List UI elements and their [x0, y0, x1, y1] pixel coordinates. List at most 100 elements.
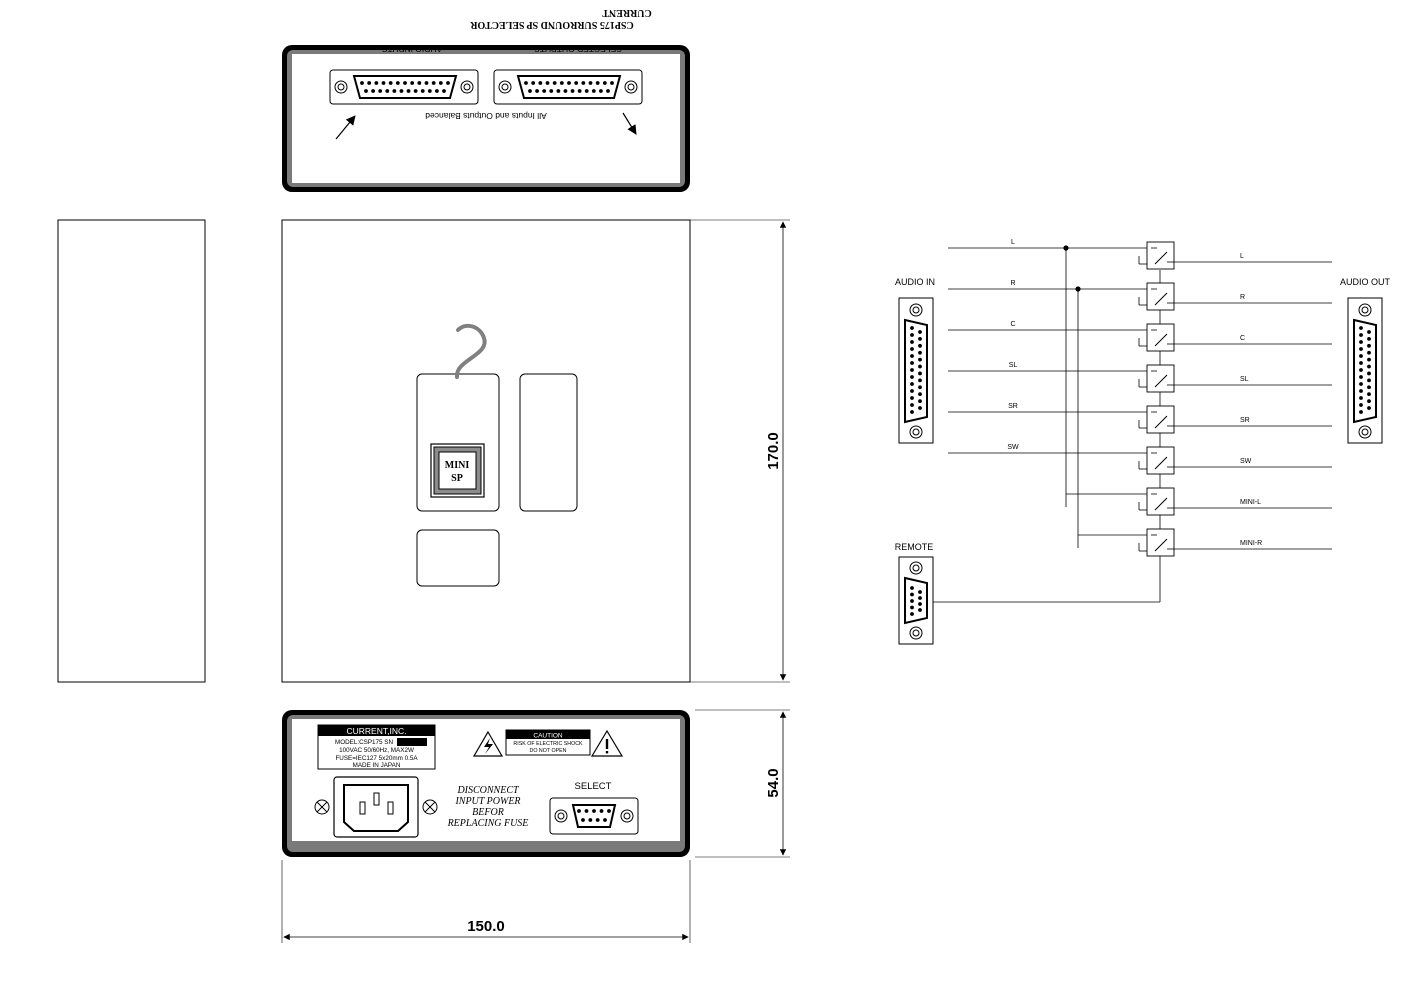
mini-sp-label-top: MINI [445, 460, 470, 471]
connector-pin [584, 809, 589, 813]
connector-pin [378, 89, 383, 93]
output-channel-label: MINI-L [1240, 499, 1261, 506]
connector-pin [910, 368, 914, 372]
rating-brand: CURRENT,INC. [347, 726, 407, 736]
audio-out-label: AUDIO OUT [1340, 277, 1391, 287]
connector-pin [574, 81, 579, 85]
connector-pin [1359, 375, 1363, 379]
remote-connector-icon [898, 556, 934, 645]
connector-pin [524, 81, 528, 85]
dimension-lines: 170.0 54.0 150.0 [281, 219, 790, 943]
output-channel-label: L [1240, 253, 1244, 260]
connector-pin [403, 81, 407, 85]
connector-pin [577, 89, 582, 93]
connector-pin [1359, 361, 1363, 365]
connector-pin [413, 89, 418, 93]
connector-pin [381, 81, 386, 85]
connector-pin [910, 396, 914, 400]
disconnect-line1: DISCONNECT [456, 785, 520, 796]
connector-pin [918, 371, 922, 376]
connector-pin [570, 89, 575, 93]
relay-switch [1138, 323, 1175, 352]
connector-pin [417, 81, 422, 85]
connector-pin [552, 81, 557, 85]
lower-blank-module [416, 529, 500, 587]
connector-pin [1367, 357, 1371, 362]
height-value: 170.0 [765, 432, 782, 470]
connector-pin [588, 81, 593, 85]
output-channel-label: C [1240, 335, 1245, 342]
connector-pin [435, 89, 439, 93]
selected-outputs-arrow [622, 112, 637, 135]
audio-in-label: AUDIO IN [895, 277, 935, 287]
connector-pin [910, 382, 914, 386]
connector-pin [1359, 389, 1363, 393]
connector-pin [1359, 382, 1363, 386]
rating-fuse: FUSE=IEC127 5x20mm 0.5A [335, 755, 418, 762]
connector-pin [581, 81, 586, 85]
caution-title: CAUTION [533, 733, 563, 740]
connector-pin [577, 809, 581, 813]
depth-value: 54.0 [765, 768, 782, 797]
connector-pin [918, 330, 922, 334]
connector-pin [535, 89, 539, 93]
connector-pin [918, 590, 922, 594]
connector-pin [399, 89, 404, 93]
disconnect-line4: REPLACING FUSE [447, 818, 529, 829]
output-channel-label: SL [1240, 376, 1249, 383]
audio-out-connector-icon [1347, 297, 1383, 444]
connector-pin [910, 389, 914, 393]
connector-pin [918, 343, 922, 348]
connector-pin [1359, 368, 1363, 372]
connector-pin [1359, 403, 1363, 407]
select-label: SELECT [575, 781, 612, 792]
connector-pin [538, 81, 543, 85]
audio-inputs-label: AUDIO INPUTS [381, 44, 442, 54]
connector-pin [1367, 343, 1371, 348]
connector-pin [910, 326, 914, 330]
relay-switch [1138, 241, 1175, 270]
mini-sp-button[interactable]: MINI SP [430, 443, 485, 498]
connector-pin [910, 340, 914, 344]
input-channel-label: L [1011, 239, 1015, 246]
brand-name: CURRENT [602, 7, 652, 18]
connector-pin [595, 81, 600, 85]
audio-in-connector-icon [898, 297, 934, 444]
serial-redaction [397, 738, 427, 746]
audio-inputs-arrow [335, 115, 356, 140]
select-connector[interactable] [549, 797, 639, 835]
connector-pin [424, 81, 429, 85]
connector-pin [438, 81, 443, 85]
connector-pin [1367, 330, 1371, 334]
connector-pin [1359, 340, 1363, 344]
relay-switch [1138, 282, 1175, 311]
connector-pin [910, 354, 914, 358]
input-channel-label: SL [1009, 362, 1018, 369]
output-channel-label: R [1240, 294, 1245, 301]
connector-pin [563, 89, 568, 93]
connector-pin [910, 403, 914, 407]
connector-pin [918, 608, 922, 612]
connector-pin [910, 333, 914, 337]
connector-pin [607, 809, 611, 813]
connector-pin [918, 406, 922, 410]
connector-pin [388, 81, 393, 85]
audio-inputs-connector [329, 69, 479, 105]
connector-pin [545, 81, 550, 85]
power-inlet [314, 776, 438, 838]
relay-switch [1138, 364, 1175, 393]
connector-pin [1367, 378, 1371, 383]
connector-pin [542, 89, 547, 93]
connector-pin [1359, 410, 1363, 414]
relay-switch [1138, 446, 1175, 475]
connector-pin [1359, 333, 1363, 337]
product-name: CSP175 SURROUND SP SELECTOR [469, 19, 633, 30]
output-channel-label: SW [1240, 458, 1252, 465]
connector-pin [1367, 385, 1371, 390]
cable [455, 323, 487, 379]
relay-switch [1138, 405, 1175, 434]
balanced-note: All Inputs and Outputs Balanced [425, 111, 547, 121]
connector-pin [559, 81, 564, 85]
connector-pin [599, 809, 604, 813]
